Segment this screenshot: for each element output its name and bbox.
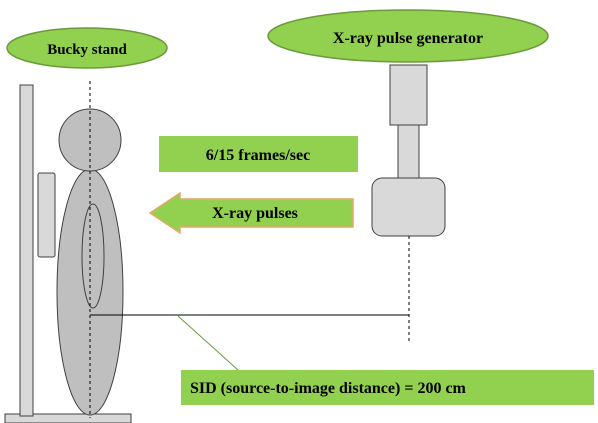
generator-housing [389, 64, 428, 126]
patient [56, 81, 124, 418]
bucky-stand-label-bg [6, 27, 168, 69]
image-detector [37, 172, 56, 258]
generator-label-text: X-ray pulse generator [333, 30, 483, 47]
frame-rate-box-bg [159, 136, 358, 172]
xray-pulses-arrow: X-ray pulses [148, 191, 354, 235]
xray-pulses-text: X-ray pulses [212, 205, 298, 222]
sid-label: SID (source-to-image distance) = 200 cm [181, 370, 594, 405]
bucky-stand-label-text: Bucky stand [47, 42, 127, 58]
sid-callout-line [177, 315, 239, 371]
generator-arm [397, 124, 420, 180]
xray-generator [371, 64, 446, 343]
generator-label-bg [267, 9, 549, 63]
sid-label-bg [181, 370, 594, 405]
bucky-stand-base [4, 413, 132, 423]
bucky-stand-pole [19, 84, 34, 417]
frame-rate-text: 6/15 frames/sec [206, 147, 310, 164]
patient-chest [81, 203, 105, 309]
xray-pulses-arrow-shape [148, 191, 354, 235]
xray-tube-head [371, 177, 446, 237]
bucky-stand [4, 84, 132, 423]
sid-label-text: SID (source-to-image distance) = 200 cm [190, 380, 467, 397]
generator-label: X-ray pulse generator [267, 9, 549, 63]
frame-rate-box: 6/15 frames/sec [159, 136, 358, 172]
bucky-stand-label: Bucky stand [6, 27, 168, 69]
